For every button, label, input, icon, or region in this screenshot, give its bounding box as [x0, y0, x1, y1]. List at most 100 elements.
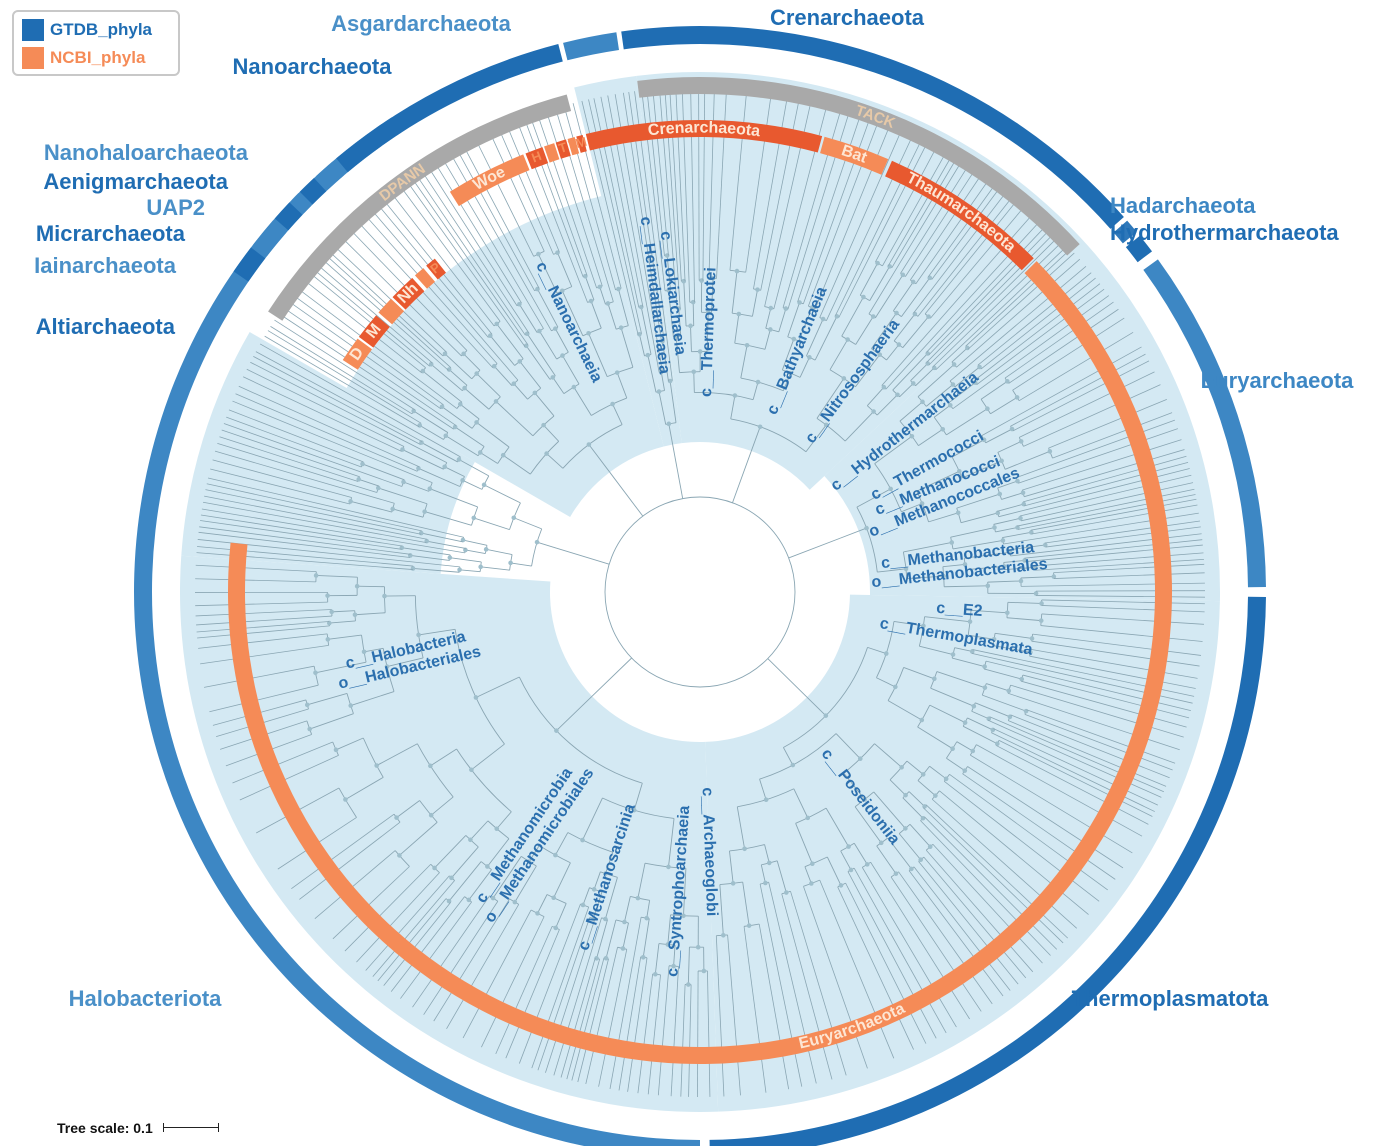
tree-node: [982, 664, 987, 669]
tree-node: [695, 944, 701, 950]
tree-node: [653, 971, 658, 977]
tree-node: [810, 861, 815, 867]
tree-branch: [345, 776, 384, 800]
tree-leaf: [927, 182, 997, 278]
tree-branch: [971, 710, 989, 720]
tree-node: [401, 479, 406, 485]
tree-branch: [637, 863, 646, 899]
tree-leaf: [598, 949, 628, 1087]
tree-node: [691, 369, 697, 375]
tree-branch: [612, 403, 623, 425]
tree-branch: [562, 355, 580, 385]
tree-branch: [876, 677, 896, 688]
tree-leaf: [563, 105, 616, 290]
tree-branch: [473, 517, 510, 531]
tree-branch: [361, 635, 367, 663]
tree-leaf: [524, 118, 584, 278]
tree-node: [535, 911, 540, 916]
tree-leaf: [1017, 494, 1196, 530]
tree-branch: [642, 918, 650, 958]
tree-leaf: [463, 145, 540, 289]
ncbi-band-l: [543, 143, 560, 163]
tree-node: [493, 399, 499, 404]
tree-leaf: [888, 154, 953, 266]
tree-branch: [902, 316, 929, 348]
tree-node: [594, 956, 599, 961]
tree-leaf: [201, 508, 465, 554]
tree-branch: [994, 632, 1033, 639]
tree-leaf: [1010, 533, 1202, 557]
tree-branch: [995, 527, 1018, 533]
tree-node: [686, 982, 691, 987]
tree-node: [927, 275, 933, 281]
tree-branch: [933, 404, 951, 418]
tree-node: [583, 273, 588, 279]
tree-node: [384, 664, 390, 669]
tree-branch: [840, 850, 852, 871]
tree-node: [744, 342, 750, 348]
tree-node: [446, 367, 452, 372]
tree-node: [473, 695, 479, 700]
tree-branch: [609, 471, 644, 517]
tree-leaf: [952, 295, 1110, 409]
tree-branch: [624, 896, 631, 923]
tree-node: [701, 968, 707, 974]
tree-node: [1006, 688, 1012, 694]
tree-branch: [997, 503, 1024, 512]
tree-leaf: [875, 145, 938, 263]
tree-node: [950, 382, 956, 387]
tree-node: [457, 567, 462, 573]
tree-branch: [783, 747, 794, 766]
tree-leaf: [1010, 684, 1184, 738]
tree-node: [356, 477, 362, 482]
tree-leaf: [316, 263, 433, 364]
tree-leaf: [278, 313, 454, 430]
tree-branch: [399, 821, 438, 856]
tree-node: [456, 457, 462, 462]
tree-branch: [414, 595, 424, 659]
tree-leaf: [219, 436, 359, 482]
tree-node: [805, 815, 811, 821]
tree-node: [763, 797, 769, 803]
tree-leaf: [996, 745, 1149, 825]
tree-leaf: [400, 901, 472, 999]
tree-branch: [855, 354, 881, 387]
tree-branch: [997, 480, 1018, 489]
tree-leaf: [1021, 680, 1187, 728]
tree-branch: [956, 741, 973, 752]
tree-node: [790, 762, 796, 768]
tree-branch: [633, 782, 643, 811]
tree-branch: [465, 549, 486, 554]
tree-node: [603, 871, 608, 876]
tree-branch: [899, 383, 914, 398]
tree-leaf: [264, 335, 420, 428]
tree-branch: [479, 452, 498, 464]
tree-leaf: [207, 477, 464, 538]
tree-branch: [926, 384, 954, 407]
tree-branch: [1020, 576, 1054, 579]
tree-leaf: [1020, 482, 1194, 522]
tree-leaf: [585, 947, 618, 1085]
tree-leaf: [1023, 455, 1187, 503]
tree-node: [410, 566, 416, 571]
tree-node: [705, 310, 711, 315]
tree-branch: [687, 947, 690, 985]
tree-leaf: [196, 621, 330, 633]
tree-branch: [403, 481, 429, 492]
tree-node: [887, 264, 892, 269]
tree-node: [554, 728, 559, 733]
tree-branch: [993, 517, 1021, 525]
tree-leaf: [923, 807, 1064, 944]
tree-branch: [539, 330, 558, 360]
tree-branch: [683, 868, 687, 916]
gtdb-band-crenarchaeota: [621, 26, 1124, 229]
tree-node: [560, 353, 565, 358]
phylum-label-altiarchaeota: Altiarchaeota: [36, 314, 176, 339]
tree-node: [491, 363, 497, 369]
tree-node: [864, 862, 870, 867]
tree-leaf: [1007, 692, 1180, 751]
tree-node: [991, 637, 997, 642]
tree-leaf: [819, 128, 903, 318]
tree-leaf: [1052, 412, 1173, 459]
group-band-dpann: [268, 94, 572, 321]
